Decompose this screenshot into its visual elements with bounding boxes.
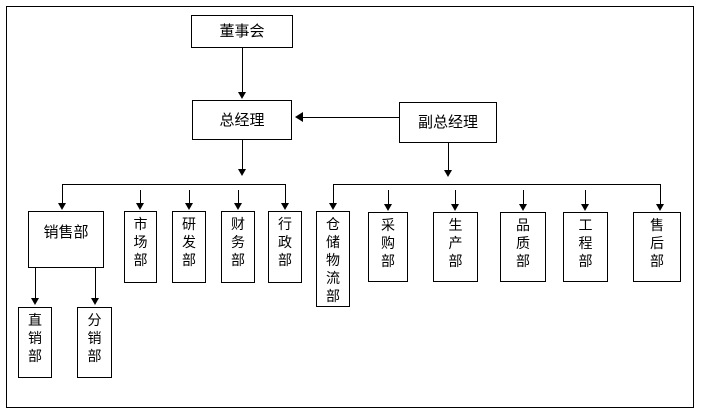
node-distribution-department-label: 分 销 部 [87,313,102,365]
connector-left-branch-to-finance [238,190,239,204]
node-board-of-directors-label: 董事会 [219,22,265,41]
node-finance-department[interactable]: 财 务 部 [221,211,255,283]
node-engineering-department[interactable]: 工 程 部 [563,212,608,282]
node-rnd-department-label: 研 发 部 [182,217,196,269]
node-marketing-department[interactable]: 市 场 部 [124,211,157,283]
arrow-to-marketing-icon [136,203,144,210]
left-branch-bar [62,184,286,185]
node-after-sales-department-label: 售 后 部 [650,218,664,270]
node-production-department-label: 生 产 部 [448,218,463,270]
arrow-board-to-gm-icon [238,92,246,99]
connector-right-branch-to-warehouse [333,184,334,204]
connector-sales-to-distribution [95,268,96,299]
arrow-to-admin-icon [281,203,289,210]
node-production-department[interactable]: 生 产 部 [433,212,478,282]
node-admin-department[interactable]: 行 政 部 [268,211,302,283]
node-general-manager[interactable]: 总经理 [192,100,292,140]
node-warehouse-logistics-department[interactable]: 仓 储 物 流 部 [316,211,350,307]
node-deputy-general-manager-label: 副总经理 [417,113,478,132]
node-sales-department[interactable]: 销售部 [28,211,104,268]
node-direct-sales-department[interactable]: 直 销 部 [18,307,52,378]
arrow-deputy-to-right-branch-icon [444,170,452,177]
connector-sales-to-direct-sales [35,268,36,299]
arrow-to-procurement-icon [384,204,392,211]
node-after-sales-department[interactable]: 售 后 部 [633,212,681,282]
node-direct-sales-department-label: 直 销 部 [28,313,42,365]
node-quality-department[interactable]: 品 质 部 [500,212,546,282]
arrow-to-after-sales-icon [656,204,664,211]
diagram-outer-frame [6,6,694,408]
right-branch-bar [333,184,660,185]
connector-deputy-to-right-branch [448,143,449,171]
node-admin-department-label: 行 政 部 [278,217,292,269]
arrow-to-warehouse-icon [329,203,337,210]
node-sales-department-label: 销售部 [43,223,89,242]
node-procurement-department[interactable]: 采 购 部 [368,212,408,282]
connector-left-branch-to-rnd [189,190,190,204]
connector-right-branch-to-production [455,190,456,205]
connector-left-branch-to-admin [285,184,286,204]
arrow-to-production-icon [451,204,459,211]
node-general-manager-label: 总经理 [219,110,265,129]
arrow-to-sales-icon [58,203,66,210]
node-warehouse-logistics-department-label: 仓 储 物 流 部 [326,217,340,305]
connector-left-branch-to-marketing [140,190,141,204]
connector-right-branch-to-quality [523,190,524,205]
arrow-deputy-to-gm-icon [295,112,303,122]
connector-right-branch-to-procurement [388,190,389,205]
arrow-gm-to-left-branch-icon [238,169,246,176]
connector-right-branch-to-after-sales [660,184,661,205]
arrow-to-engineering-icon [581,204,589,211]
node-board-of-directors[interactable]: 董事会 [191,15,293,48]
arrow-to-distribution-icon [91,298,99,305]
arrow-to-finance-icon [234,203,242,210]
connector-board-to-gm [242,48,243,93]
connector-gm-to-left-branch [242,140,243,170]
node-engineering-department-label: 工 程 部 [578,218,593,270]
node-rnd-department[interactable]: 研 发 部 [172,211,206,283]
connector-left-branch-to-sales [62,184,63,204]
node-marketing-department-label: 市 场 部 [133,217,148,269]
connector-deputy-to-gm [303,117,399,118]
node-distribution-department[interactable]: 分 销 部 [77,307,112,378]
node-finance-department-label: 财 务 部 [231,217,245,269]
node-deputy-general-manager[interactable]: 副总经理 [399,102,497,143]
node-quality-department-label: 品 质 部 [516,218,530,270]
arrow-to-quality-icon [519,204,527,211]
connector-right-branch-to-engineering [585,190,586,205]
arrow-to-direct-sales-icon [31,298,39,305]
arrow-to-rnd-icon [185,203,193,210]
node-procurement-department-label: 采 购 部 [381,218,395,270]
